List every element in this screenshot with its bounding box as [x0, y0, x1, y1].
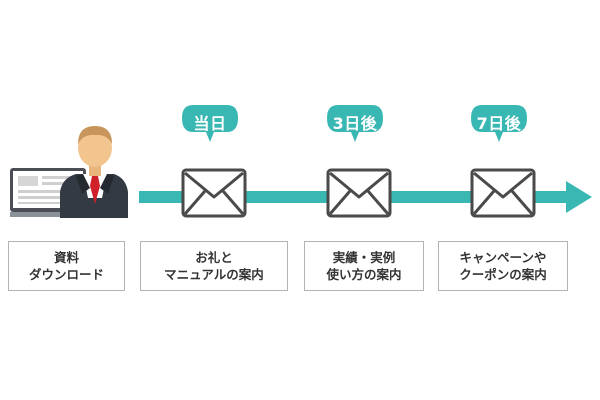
speech-bubble-icon: 3日後 [326, 104, 384, 144]
step-label-box: 資料 ダウンロード [8, 241, 125, 291]
step-label: お礼と マニュアルの案内 [164, 250, 264, 282]
speech-bubble-icon: 当日 [181, 104, 239, 144]
businessman-computer-icon [10, 118, 130, 223]
bubble-label: 当日 [193, 114, 227, 133]
bubble-label: 7日後 [476, 114, 522, 133]
step-label: キャンペーンや クーポンの案内 [459, 250, 547, 282]
bubble-shape [471, 105, 527, 142]
bubble-shape [182, 105, 238, 142]
step-label-box: 実績・実例 使い方の案内 [304, 241, 424, 291]
speech-bubble-icon: 7日後 [470, 104, 528, 144]
envelope-icon [181, 168, 247, 218]
step-label-box: お礼と マニュアルの案内 [140, 241, 288, 291]
envelope-icon [470, 168, 536, 218]
timeline-arrowhead [566, 181, 592, 213]
step-label: 実績・実例 使い方の案内 [326, 250, 402, 282]
envelope-icon [326, 168, 392, 218]
bubble-shape [327, 105, 383, 142]
step-label-box: キャンペーンや クーポンの案内 [438, 241, 568, 291]
bubble-label: 3日後 [332, 114, 378, 133]
step-label: 資料 ダウンロード [28, 250, 104, 282]
